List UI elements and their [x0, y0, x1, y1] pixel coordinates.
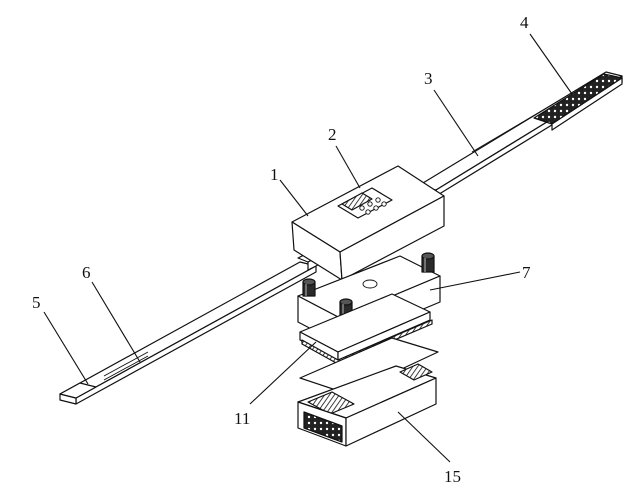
label-1: 1 — [270, 165, 279, 184]
heating-pad — [299, 293, 433, 365]
post-right — [421, 252, 435, 273]
strap-pad — [533, 73, 623, 131]
label-2: 2 — [328, 125, 337, 144]
label-11: 11 — [234, 409, 250, 428]
label-3: 3 — [424, 69, 433, 88]
label-5: 5 — [32, 293, 41, 312]
part-labels: 1 2 3 4 5 6 7 11 15 — [32, 13, 531, 486]
post-left — [302, 278, 316, 297]
cartridge-tray — [297, 363, 437, 447]
label-15: 15 — [444, 467, 461, 486]
label-6: 6 — [82, 263, 91, 282]
control-box — [291, 165, 445, 281]
left-strap — [59, 261, 317, 405]
thin-sheet — [299, 337, 439, 395]
label-4: 4 — [520, 13, 529, 32]
label-7: 7 — [522, 263, 531, 282]
control-panel — [337, 187, 393, 219]
strap-end-tab — [59, 382, 97, 399]
leader-lines — [43, 33, 573, 463]
